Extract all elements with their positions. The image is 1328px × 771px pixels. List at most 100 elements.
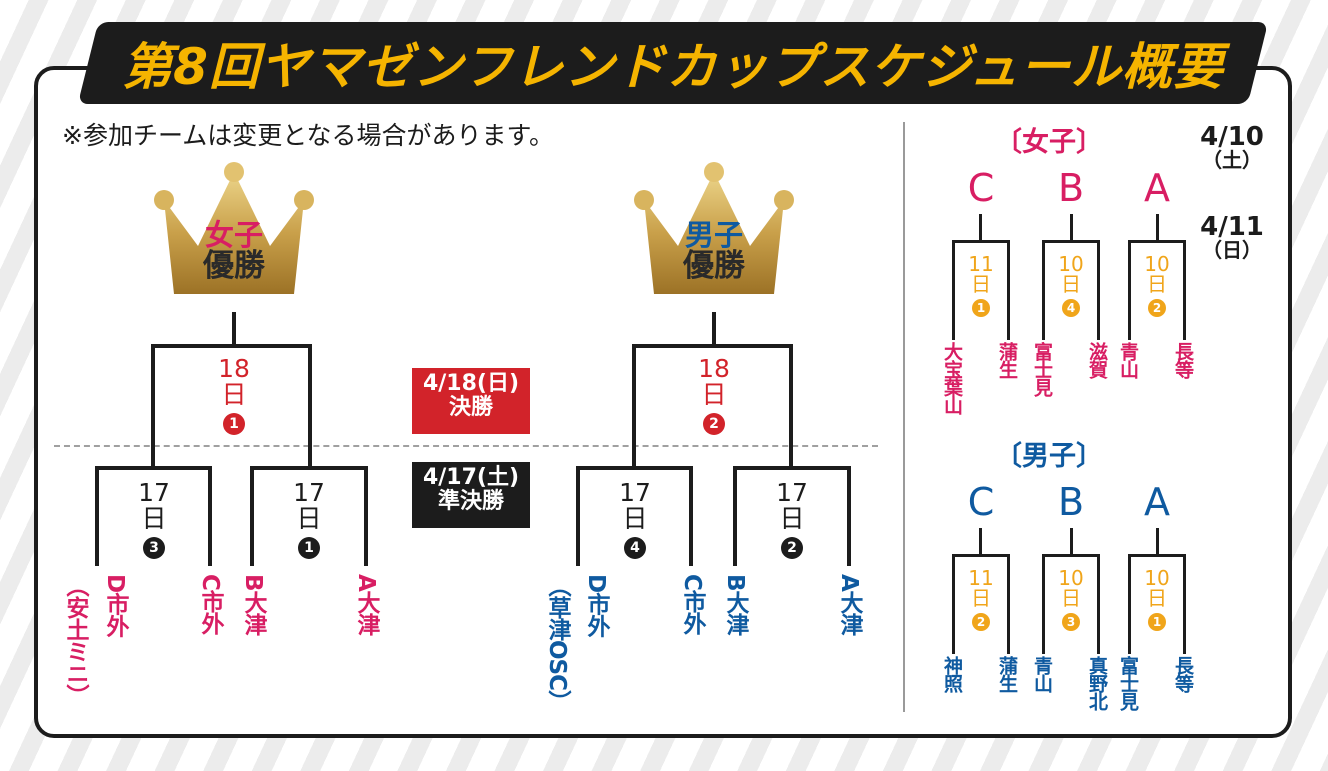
semifinal-date: 4/17(土) (422, 465, 520, 490)
bracket-line (632, 344, 793, 348)
men-group-a-match: 10 日 1 (1144, 566, 1170, 631)
women-group-header: 〔女子〕 (995, 127, 1103, 158)
final-date-box: 4/18(日) 決勝 (412, 368, 530, 434)
bracket-line (733, 466, 851, 470)
group-line (1128, 240, 1186, 243)
group-line (952, 554, 1010, 557)
men-crown-word: 優勝 (683, 248, 745, 285)
match-day-unit: 日 (221, 379, 247, 409)
women-final-match-label: 18 日 1 (208, 356, 260, 435)
bracket-line (232, 312, 236, 346)
match-number-badge: 1 (1148, 612, 1166, 631)
group-line (1097, 554, 1100, 654)
match-day: 17 (619, 478, 651, 507)
women-crown-label: 女子 優勝 (164, 220, 304, 283)
bracket-line (95, 466, 99, 566)
section-divider (903, 122, 905, 712)
group-line (1183, 240, 1186, 340)
match-day-unit: 日 (701, 379, 727, 409)
group-line (1042, 240, 1045, 340)
men-semi-left-match-label: 17 日 4 (609, 480, 661, 559)
team-label: （安土ミニ） (62, 574, 88, 706)
bracket-line (250, 466, 254, 566)
team-label: 蒲生 (996, 656, 1018, 692)
group-line (1128, 554, 1186, 557)
group-line (1156, 214, 1159, 242)
team-label: 神照 (941, 656, 963, 692)
bracket-line (208, 466, 212, 566)
men-group-c-match: 11 日 2 (968, 566, 994, 631)
group-line (1128, 554, 1131, 654)
bracket-line (151, 344, 312, 348)
men-group-c-letter: C (967, 480, 995, 524)
date-sat-label: 4/10 （土） (1200, 122, 1264, 172)
bracket-line (95, 466, 212, 470)
women-semi-right-match-label: 17 日 1 (283, 480, 335, 559)
bracket-line (789, 344, 793, 468)
match-day: 17 (138, 478, 170, 507)
bracket-line (576, 466, 693, 470)
bracket-line (250, 466, 368, 470)
group-line (979, 214, 982, 242)
women-group-b-letter: B (1057, 166, 1085, 210)
bracket-line (151, 344, 155, 468)
women-semi-left-match-label: 17 日 3 (128, 480, 180, 559)
match-number-badge: 3 (143, 537, 165, 559)
match-number-badge: 2 (972, 612, 990, 631)
men-group-a-letter: A (1144, 480, 1170, 524)
men-group-b-letter: B (1057, 480, 1085, 524)
team-label: 大宝葉山 (941, 342, 963, 414)
group-line (1128, 240, 1131, 340)
match-day-unit: 日 (779, 503, 805, 533)
men-group-b-match: 10 日 3 (1058, 566, 1084, 631)
match-day: 17 (293, 478, 325, 507)
date-sun-label: 4/11 （日） (1200, 212, 1264, 262)
team-label: 富士見 (1117, 656, 1139, 710)
match-number-badge: 1 (972, 298, 990, 317)
women-group-a-letter: A (1144, 166, 1170, 210)
match-day: 18 (698, 354, 730, 383)
match-day: 17 (776, 478, 808, 507)
women-crown-gender: 女子 (204, 218, 263, 252)
team-label: B大津 (240, 574, 266, 635)
page-title: 第8回ヤマゼンフレンドカップスケジュール概要 (122, 38, 1224, 96)
women-crown-icon (154, 162, 314, 294)
match-day: 18 (218, 354, 250, 383)
bracket-line (712, 312, 716, 346)
group-line (952, 240, 1010, 243)
bracket-line (364, 466, 368, 566)
match-number-badge: 3 (1062, 612, 1080, 631)
round-separator-line (54, 445, 878, 447)
team-label: 長等 (1172, 342, 1194, 378)
men-crown-icon (634, 162, 794, 294)
team-label: B大津 (722, 574, 748, 635)
women-group-c-match: 11 日 1 (968, 252, 994, 317)
match-day-unit: 日 (296, 503, 322, 533)
group-line (1042, 240, 1100, 243)
bracket-line (632, 344, 636, 468)
bracket-line (576, 466, 580, 566)
women-group-a-match: 10 日 2 (1144, 252, 1170, 317)
group-line (979, 528, 982, 556)
men-crown-gender: 男子 (684, 218, 743, 252)
team-label: D市外 (583, 574, 609, 637)
group-line (1070, 214, 1073, 242)
schedule-panel (34, 66, 1292, 738)
group-line (1007, 240, 1010, 340)
team-label: D市外 (102, 574, 128, 637)
team-label: 富士見 (1031, 342, 1053, 396)
men-crown-label: 男子 優勝 (644, 220, 784, 283)
match-number-badge: 1 (223, 413, 245, 435)
participation-note: ※参加チームは変更となる場合があります。 (62, 121, 554, 150)
team-label: C市外 (679, 574, 705, 634)
group-line (1042, 554, 1100, 557)
team-label: A大津 (353, 574, 379, 635)
semifinal-date-box: 4/17(土) 準決勝 (412, 462, 530, 528)
bracket-line (847, 466, 851, 566)
team-label: 長等 (1172, 656, 1194, 692)
group-line (1007, 554, 1010, 654)
match-day-unit: 日 (141, 503, 167, 533)
team-label: 真野北 (1086, 656, 1108, 710)
group-line (1183, 554, 1186, 654)
